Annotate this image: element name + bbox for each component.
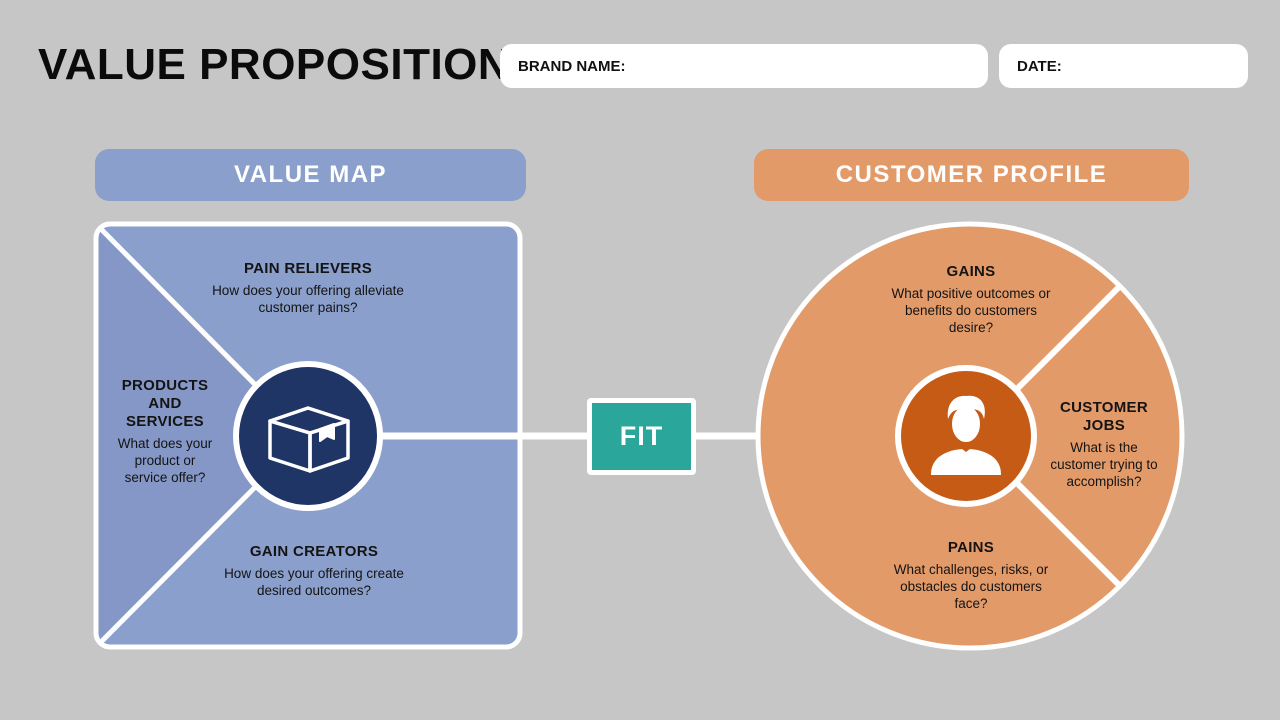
products-services-text: PRODUCTS AND SERVICES What does your pro… [112, 377, 218, 486]
customer-jobs-heading-line2: JOBS [1082, 417, 1126, 434]
brand-name-label: BRAND NAME: [518, 57, 626, 75]
value-map-center [233, 361, 383, 511]
person-icon [931, 395, 1001, 475]
products-services-heading-line3: SERVICES [126, 413, 204, 430]
products-services-section [96, 224, 306, 647]
gain-creators-heading: GAIN CREATORS [249, 543, 379, 560]
gains-question: What positive outcomes or benefits do cu… [891, 286, 1051, 335]
box-icon [268, 406, 350, 473]
brand-name-field[interactable]: BRAND NAME: [500, 44, 988, 88]
products-services-heading-line1: PRODUCTS [121, 377, 209, 394]
customer-jobs-heading-line1: CUSTOMER [1060, 399, 1148, 416]
gain-creators-question: How does your offering create desired ou… [224, 566, 404, 598]
fit-box: FIT [587, 398, 696, 475]
customer-jobs-text: CUSTOMER JOBS What is the customer tryin… [1046, 399, 1162, 490]
page-title: VALUE PROPOSITION [38, 40, 511, 89]
pain-relievers-heading: PAIN RELIEVERS [243, 260, 373, 277]
pains-text: PAINS What challenges, risks, or obstacl… [885, 539, 1057, 612]
pains-question: What challenges, risks, or obstacles do … [893, 562, 1049, 611]
gains-heading: GAINS [946, 263, 996, 280]
value-map-header: VALUE MAP [95, 149, 526, 201]
gain-creators-text: GAIN CREATORS How does your offering cre… [204, 543, 424, 599]
pains-heading: PAINS [947, 539, 995, 556]
pain-relievers-text: PAIN RELIEVERS How does your offering al… [208, 260, 408, 316]
gains-text: GAINS What positive outcomes or benefits… [891, 263, 1051, 336]
date-field[interactable]: DATE: [999, 44, 1248, 88]
customer-jobs-question: What is the customer trying to accomplis… [1050, 440, 1158, 489]
customer-profile-header: CUSTOMER PROFILE [754, 149, 1189, 201]
customer-profile-center [895, 365, 1037, 507]
products-services-question: What does your product or service offer? [117, 436, 213, 485]
pain-relievers-question: How does your offering alleviate custome… [212, 283, 404, 315]
date-label: DATE: [1017, 57, 1062, 75]
products-services-heading-line2: AND [148, 395, 182, 412]
